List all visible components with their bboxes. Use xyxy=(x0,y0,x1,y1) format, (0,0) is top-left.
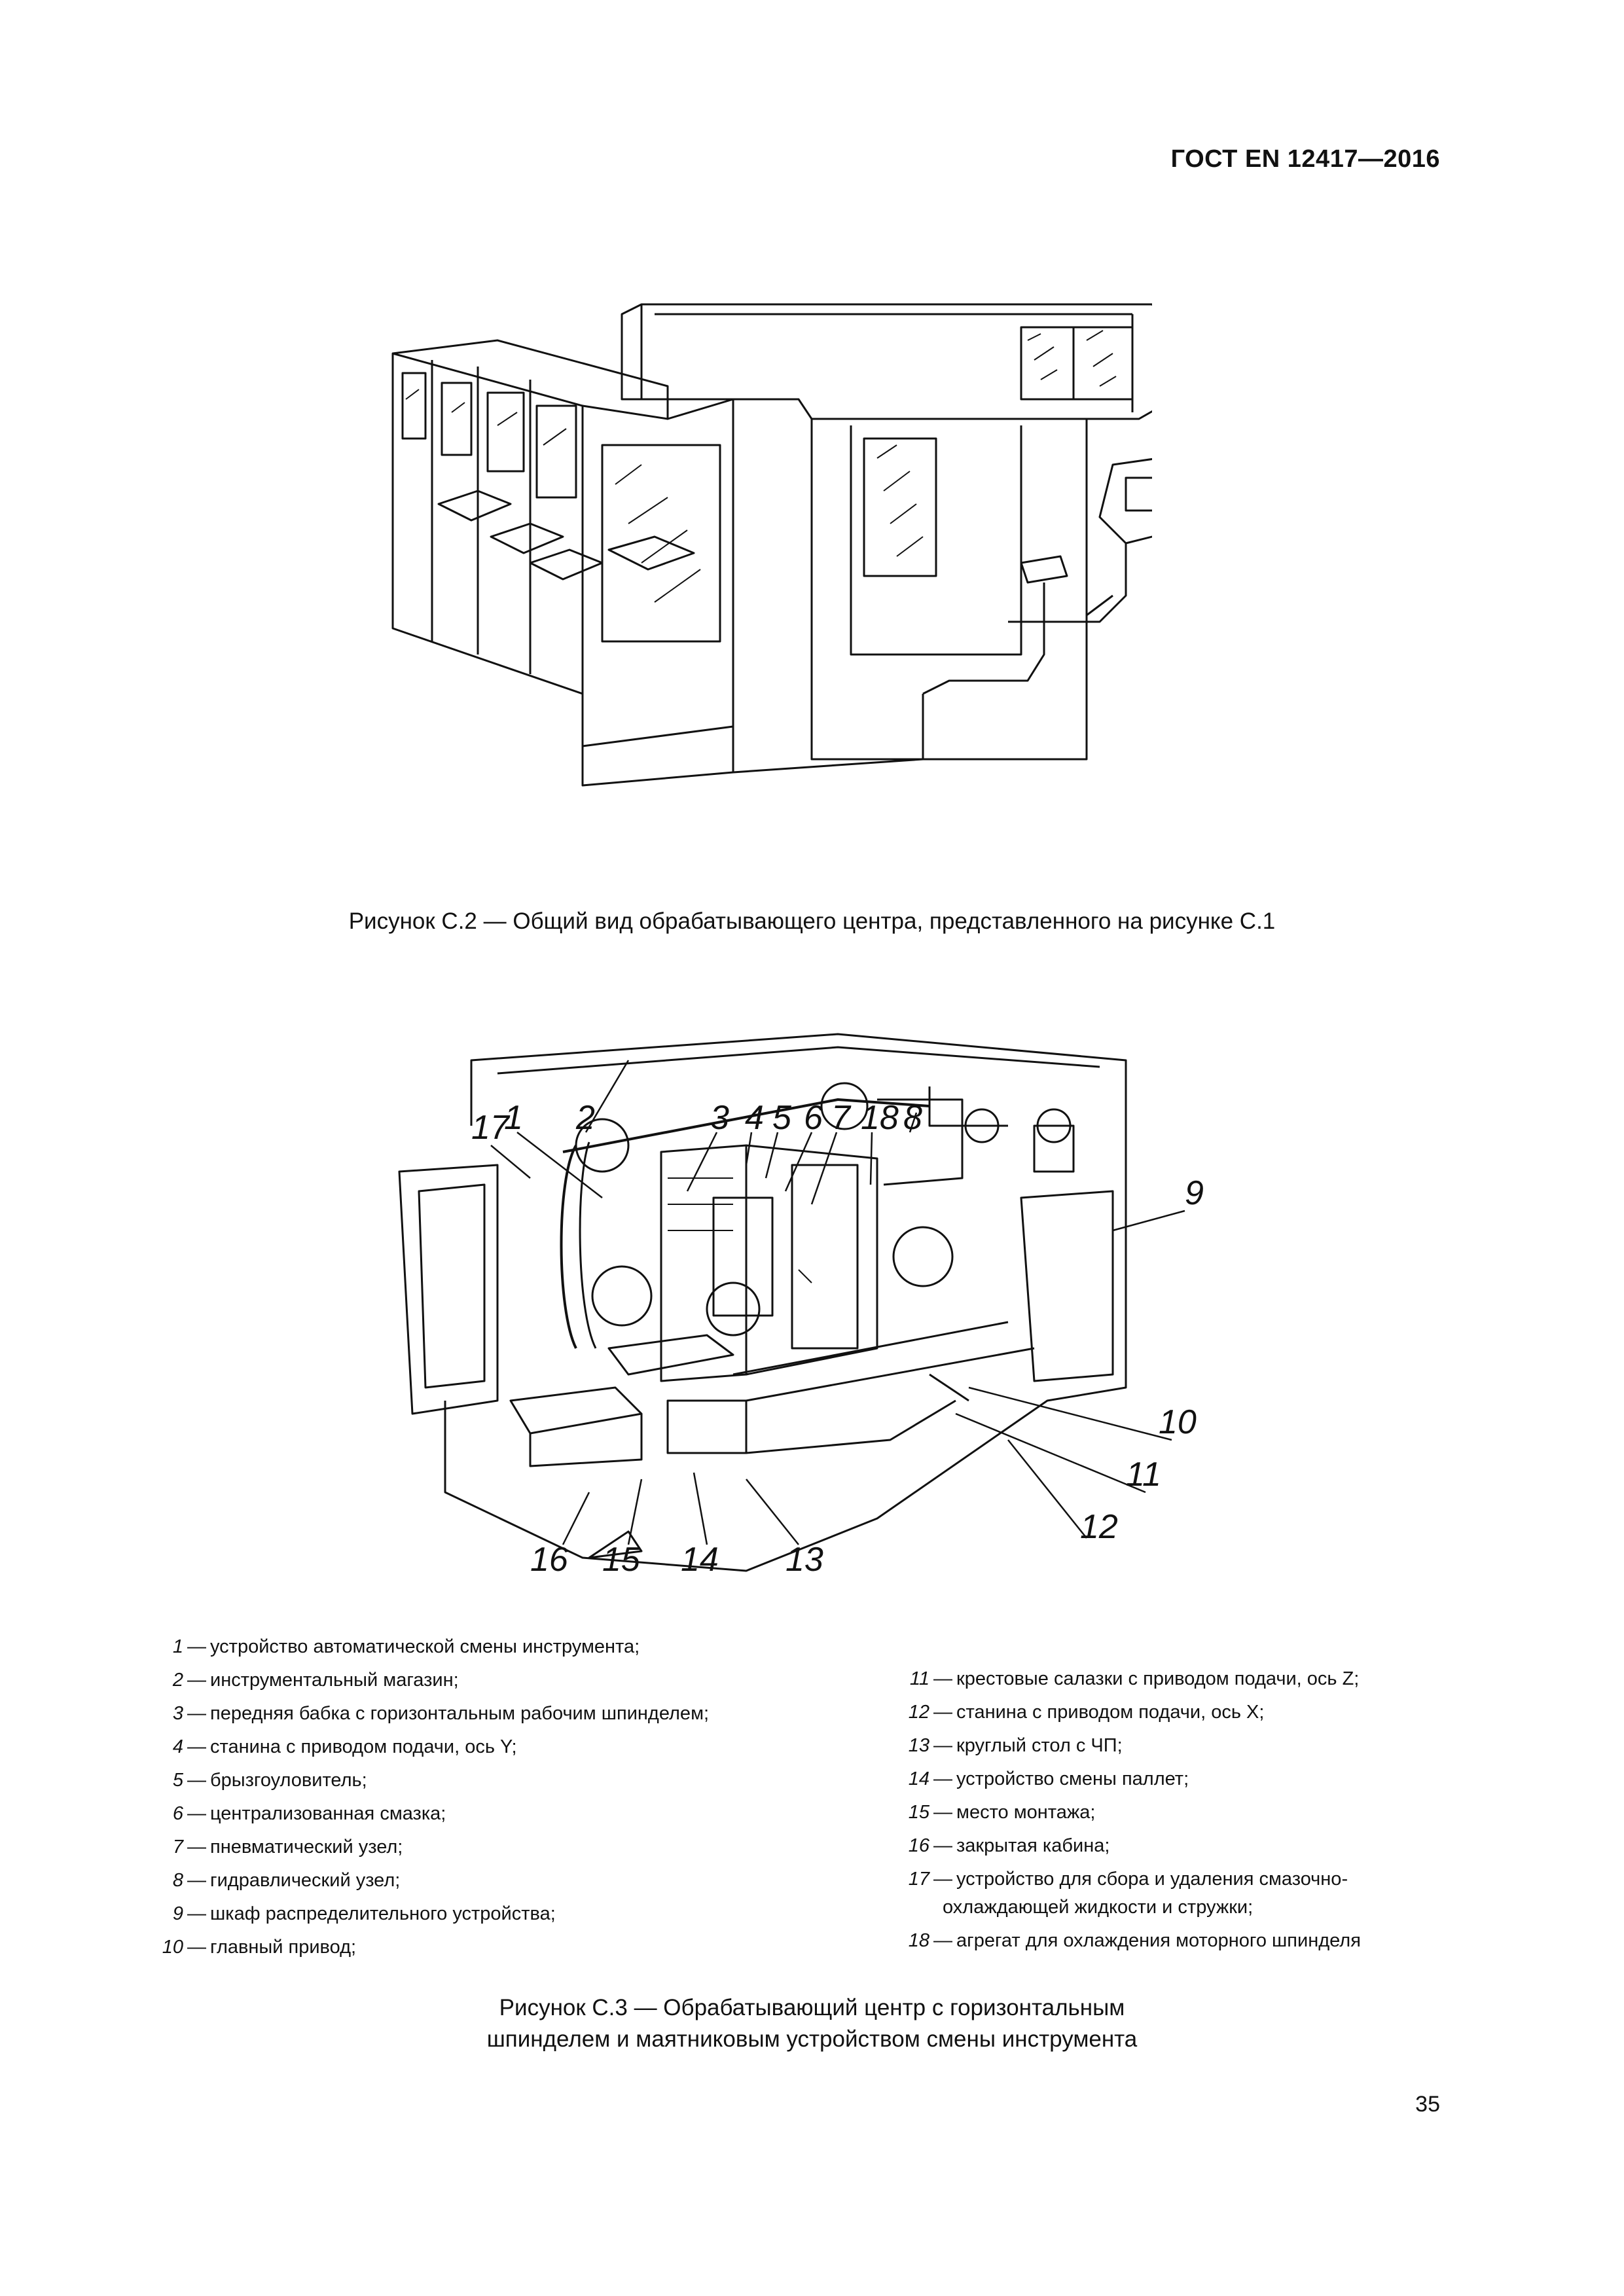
callout-1: 1 xyxy=(504,1099,523,1137)
callout-16: 16 xyxy=(530,1541,568,1579)
legend-item-14: 14—устройство смены паллет; xyxy=(908,1768,1189,1789)
figure-c3-drawing: 1 2 3 4 5 6 7 18 8 17 9 10 11 12 16 15 1… xyxy=(398,1033,1204,1579)
callout-15: 15 xyxy=(602,1541,641,1579)
legend-item-4: 4—станина с приводом подачи, ось Y; xyxy=(172,1736,517,1757)
legend-item-6: 6—централизованная смазка; xyxy=(172,1803,446,1824)
legend-left-column: 1—устройство автоматической смены инстру… xyxy=(118,1630,838,1964)
callout-9: 9 xyxy=(1185,1174,1204,1212)
callout-10: 10 xyxy=(1159,1403,1197,1441)
legend-item-11: 11—крестовые салазки с приводом подачи, … xyxy=(909,1668,1360,1689)
legend-item-16: 16—закрытая кабина; xyxy=(908,1835,1110,1856)
legend-item-5: 5—брызгоуловитель; xyxy=(172,1770,367,1791)
callout-17: 17 xyxy=(471,1109,511,1147)
legend-item-17: 17—устройство для сбора и удаления смазо… xyxy=(908,1869,1348,1890)
legend-item-17-continuation: охлаждающей жидкости и стружки; xyxy=(943,1897,1254,1918)
callout-7: 7 xyxy=(831,1099,852,1137)
callout-14: 14 xyxy=(681,1541,719,1579)
callout-2: 2 xyxy=(575,1099,595,1137)
callout-13: 13 xyxy=(785,1541,823,1579)
legend-right-column: 11—крестовые салазки с приводом подачи, … xyxy=(864,1662,1519,1958)
legend-item-2: 2—инструментальный магазин; xyxy=(172,1670,459,1691)
callout-8: 8 xyxy=(903,1099,922,1137)
page-number: 35 xyxy=(1415,2092,1440,2117)
figure-c2-caption: Рисунок С.2 — Общий вид обрабатывающего … xyxy=(348,908,1276,934)
legend-item-15: 15—место монтажа; xyxy=(908,1802,1096,1823)
legend-item-13: 13—круглый стол с ЧП; xyxy=(908,1735,1123,1756)
legend-item-12: 12—станина с приводом подачи, ось X; xyxy=(908,1702,1265,1723)
figure-c2-drawing xyxy=(391,303,1152,787)
legend-item-18: 18—агрегат для охлаждения моторного шпин… xyxy=(908,1930,1361,1951)
legend-item-3: 3—передняя бабка с горизонтальным рабочи… xyxy=(172,1703,710,1724)
legend-item-10: 10—главный привод; xyxy=(162,1937,357,1958)
callout-12: 12 xyxy=(1080,1508,1118,1546)
callout-4: 4 xyxy=(745,1099,764,1137)
figure-c3-caption-line-1: Рисунок С.3 — Обрабатывающий центр с гор… xyxy=(499,1995,1125,2020)
figure-c3-caption-line-2: шпинделем и маятниковым устройством смен… xyxy=(486,2026,1138,2052)
legend-item-9: 9—шкаф распределительного устройства; xyxy=(172,1903,556,1924)
document-header: ГОСТ EN 12417—2016 xyxy=(1170,145,1440,173)
callout-5: 5 xyxy=(772,1099,792,1137)
callout-18: 18 xyxy=(861,1099,899,1137)
callout-3: 3 xyxy=(710,1099,729,1137)
callout-6: 6 xyxy=(804,1099,823,1137)
figure-c3-caption: Рисунок С.3 — Обрабатывающий центр с гор… xyxy=(262,1992,1362,2055)
legend-item-1: 1—устройство автоматической смены инстру… xyxy=(172,1636,640,1657)
legend-item-8: 8—гидравлический узел; xyxy=(172,1870,401,1891)
legend-item-7: 7—пневматический узел; xyxy=(172,1837,403,1857)
callout-11: 11 xyxy=(1126,1456,1161,1494)
